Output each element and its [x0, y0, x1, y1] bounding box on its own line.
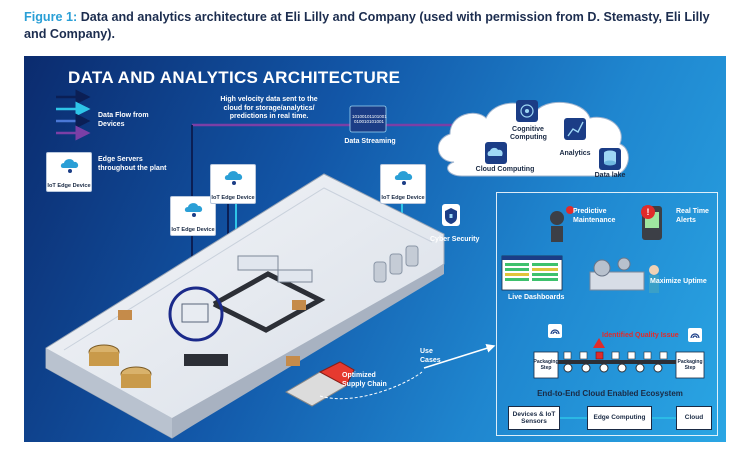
edge-computing-box: Edge Computing [587, 406, 652, 430]
real-time-alerts-label: Real Time Alerts [676, 208, 709, 224]
ecosystem-panel [496, 192, 718, 436]
use-cases-label: Use Cases [420, 348, 441, 364]
architecture-diagram: ! [24, 56, 726, 442]
analytics-label: Analytics [559, 150, 591, 157]
iot-edge-device-card: IoT Edge Device [210, 164, 256, 204]
quality-conveyor [533, 338, 705, 379]
wifi-icon [548, 324, 562, 338]
quality-issue-label: Identified Quality Issue [602, 332, 679, 339]
packaging-step-label: Packaging Step [533, 359, 559, 371]
iot-device-label: IoT Edge Device [381, 195, 425, 201]
iot-edge-device-card: IoT Edge Device [380, 164, 426, 204]
alert-phone-icon: ! [641, 205, 662, 240]
optimized-supply-chain-label: Optimized Supply Chain [342, 372, 387, 388]
cyber-security-label: Cyber Security [430, 236, 480, 243]
iot-device-label: IoT Edge Device [47, 183, 91, 189]
iot-cloud-icon [394, 171, 413, 185]
ecosystem-title: End-to-End Cloud Enabled Ecosystem [537, 389, 683, 398]
predictive-maintenance-icon [550, 206, 574, 242]
legend-arrows [56, 89, 91, 141]
svg-text:!: ! [647, 207, 650, 217]
iot-edge-device-card: IoT Edge Device [170, 196, 216, 236]
legend-data-flow-label: Data Flow from Devices [98, 112, 149, 128]
analytics-icon [564, 118, 586, 140]
diagram-title: DATA AND ANALYTICS ARCHITECTURE [68, 68, 401, 87]
wifi-icon [688, 328, 702, 342]
data-lake-label: Data lake [594, 172, 626, 179]
cognitive-computing-icon [516, 100, 538, 122]
data-stream-bits: 10100101101001 010010101001 [352, 114, 387, 124]
iot-cloud-icon [184, 203, 203, 217]
figure-caption-text: Data and analytics architecture at Eli L… [24, 10, 710, 41]
maximize-uptime-label: Maximize Uptime [650, 278, 707, 285]
warning-icon [593, 338, 605, 348]
factory-floor [45, 173, 445, 439]
cloud-box: Cloud [676, 406, 712, 430]
diagram-artwork: ! [45, 89, 705, 439]
use-cases-arrow [423, 343, 496, 369]
iot-device-label: IoT Edge Device [171, 227, 215, 233]
highlighted-machine-circle [168, 286, 224, 342]
data-streaming-icon [349, 105, 387, 133]
cloud-computing-label: Cloud Computing [475, 166, 535, 173]
figure-caption: Figure 1: Data and analytics architectur… [24, 9, 724, 43]
iot-cloud-icon [224, 171, 243, 185]
shield-icon [442, 204, 460, 226]
data-lake-icon [599, 148, 621, 170]
live-dashboard-icon [501, 255, 563, 291]
iot-cloud-icon [60, 159, 79, 173]
packaging-step-label: Packaging Step [677, 359, 703, 371]
high-velocity-label: High velocity data sent to the cloud for… [220, 96, 318, 120]
cloud-computing-icon [485, 142, 507, 164]
devices-iot-sensors-box: Devices & IoT Sensors [508, 406, 560, 430]
edge-servers-label: Edge Servers throughout the plant [98, 156, 167, 172]
figure-label: Figure 1: [24, 10, 78, 24]
high-velocity-flow-arrow [191, 117, 472, 198]
supply-truck-cab [318, 361, 355, 387]
maximize-uptime-icon [589, 257, 659, 293]
live-dashboards-label: Live Dashboards [508, 294, 565, 301]
edge-server-card: IoT Edge Device [46, 152, 92, 192]
predictive-maintenance-label: Predictive Maintenance [573, 208, 616, 224]
data-streaming-label: Data Streaming [344, 138, 396, 145]
cognitive-computing-label: Cognitive Computing [510, 126, 547, 141]
iot-device-label: IoT Edge Device [211, 195, 255, 201]
